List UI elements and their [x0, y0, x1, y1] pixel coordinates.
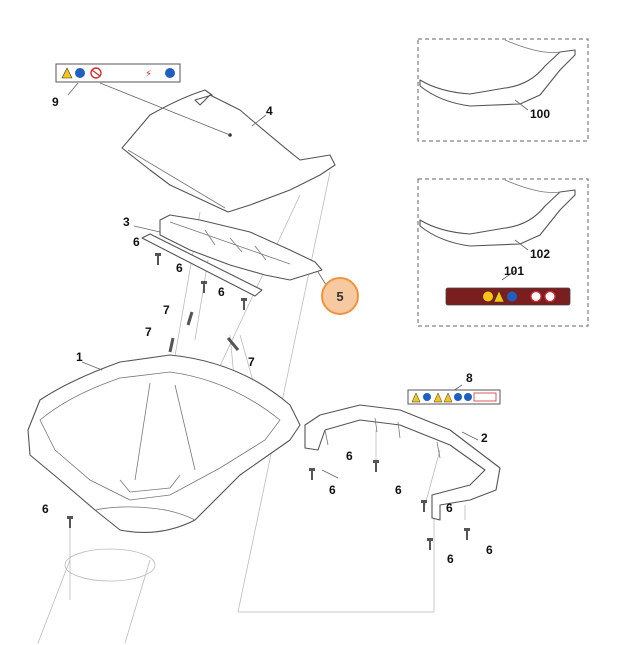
rear-shroud-part-2: [304, 404, 501, 521]
screws-part-6: [67, 253, 470, 550]
highlighted-callout-5[interactable]: 5: [321, 277, 359, 315]
warning-decal-part-101: [445, 287, 571, 306]
read-manual-icon: [423, 393, 431, 401]
callout-6: 6: [218, 285, 225, 299]
callout-9: 9: [52, 95, 59, 109]
callout-100: 100: [530, 107, 550, 121]
detail-box-100: [417, 38, 589, 142]
ear-protection-icon: [454, 393, 462, 401]
callout-6: 6: [346, 449, 353, 463]
read-manual-icon: [75, 68, 85, 78]
warning-triangle-icon: [411, 392, 421, 403]
warning-decal-part-8: [407, 389, 501, 405]
bolt: [186, 311, 194, 326]
pipe-ghost: [37, 548, 156, 644]
screw: [309, 468, 315, 480]
screw: [241, 298, 247, 310]
read-manual-icon: [464, 393, 472, 401]
callout-6: 6: [447, 552, 454, 566]
callout-101: 101: [504, 264, 524, 278]
electric-hazard-icon: ⚡: [145, 69, 152, 80]
warning-triangle-icon: [493, 290, 505, 303]
callout-6: 6: [329, 483, 336, 497]
callout-7: 7: [145, 325, 152, 339]
callout-numbers: 1 2 3 4 6 6 6 6 6 6 6 6 6 6 7 7 7 8 9 10…: [42, 95, 550, 566]
check-icon: [483, 291, 493, 302]
deflector-plate-part-3: [159, 214, 323, 281]
screw: [201, 281, 207, 293]
callout-7: 7: [248, 355, 255, 369]
callout-7: 7: [163, 303, 170, 317]
detail-box-101-102: [417, 178, 589, 327]
callout-6: 6: [486, 543, 493, 557]
ear-protection-icon: [165, 68, 175, 78]
callout-102: 102: [530, 247, 550, 261]
callout-label-5: 5: [336, 289, 343, 304]
bolts-part-7: [168, 311, 240, 353]
warning-triangle-icon: [433, 392, 443, 403]
screw: [421, 500, 427, 512]
callout-3: 3: [123, 215, 130, 229]
bracket-bar: [141, 233, 263, 297]
read-manual-icon: [507, 291, 517, 302]
screw: [373, 460, 379, 472]
callout-2: 2: [481, 431, 488, 445]
callout-4: 4: [266, 104, 273, 118]
warning-decal-part-9: ⚡: [55, 63, 181, 83]
callout-6: 6: [133, 235, 140, 249]
callout-6: 6: [446, 501, 453, 515]
bolt: [226, 337, 240, 351]
screw: [67, 516, 73, 528]
hot-surface-icon: [473, 392, 497, 402]
callout-1: 1: [76, 350, 83, 364]
callout-6: 6: [42, 502, 49, 516]
callout-8: 8: [466, 371, 473, 385]
hood-cover-part-4: [121, 89, 336, 213]
warning-triangle-icon: [61, 67, 73, 79]
no-hands-icon: [530, 290, 542, 303]
callout-6: 6: [176, 261, 183, 275]
leader-lines: [67, 82, 517, 479]
callout-6: 6: [395, 483, 402, 497]
screw: [155, 253, 161, 265]
hopper-body-part-1: [27, 354, 301, 533]
screw: [464, 528, 470, 540]
bolt: [168, 337, 175, 353]
screw: [427, 538, 433, 550]
no-hands-icon: [544, 290, 556, 303]
warning-triangle-icon: [443, 392, 453, 403]
